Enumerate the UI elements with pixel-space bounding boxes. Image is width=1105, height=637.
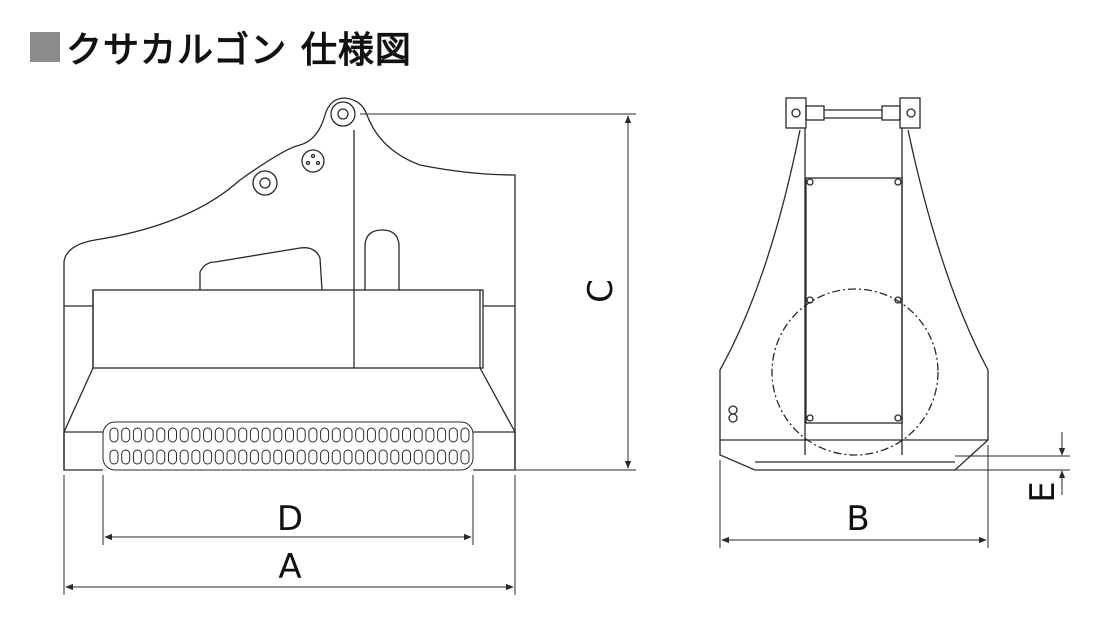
chain-link: [448, 449, 458, 465]
dim-label-e: E: [1023, 481, 1063, 502]
dim-label-a: A: [278, 547, 301, 587]
dim-label-d: D: [277, 499, 303, 539]
dim-label-b: B: [846, 499, 869, 539]
chain-link: [437, 427, 447, 443]
chain-link: [378, 427, 388, 443]
chain-link: [437, 449, 447, 465]
chain-link: [273, 449, 283, 465]
chain-link: [331, 427, 341, 443]
chain-link: [308, 449, 318, 465]
chain-link: [109, 427, 119, 443]
chain-link: [261, 449, 271, 465]
chain-link: [226, 449, 236, 465]
chain-link: [413, 449, 423, 465]
chain-link: [308, 427, 318, 443]
chain-link: [226, 427, 236, 443]
chain-link: [331, 449, 341, 465]
chain-link: [366, 449, 376, 465]
chain-link: [285, 427, 294, 443]
chain-link: [203, 449, 213, 465]
chain-link: [214, 427, 224, 443]
front-view: [719, 97, 989, 471]
chain-link: [179, 449, 189, 465]
chain-link: [425, 449, 435, 465]
chain-link: [179, 427, 189, 443]
chain-link: [168, 427, 177, 443]
chain-link: [460, 449, 470, 465]
chain-link: [355, 449, 365, 465]
chain-link: [390, 449, 400, 465]
chain-link: [144, 449, 154, 465]
chain-link: [448, 427, 458, 443]
chain-link: [238, 427, 248, 443]
title-square-icon: [30, 32, 60, 62]
chain-link: [390, 427, 400, 443]
side-view: [63, 97, 516, 471]
chain-link: [121, 427, 131, 443]
chain-link: [378, 449, 388, 465]
flail-chains: [102, 421, 474, 471]
chain-link: [156, 449, 166, 465]
chain-link: [156, 427, 166, 443]
chain-link: [109, 449, 119, 465]
chain-link: [249, 427, 259, 443]
dim-label-c: C: [581, 279, 621, 303]
chain-link: [214, 449, 224, 465]
chain-link: [249, 449, 259, 465]
chain-link: [238, 449, 248, 465]
side-view-outline: [63, 97, 516, 470]
dimension-lines: [63, 113, 1070, 595]
chain-link: [343, 427, 353, 443]
chain-link: [343, 449, 353, 465]
chain-link: [413, 427, 423, 443]
chain-link: [320, 427, 330, 443]
chain-link: [191, 427, 201, 443]
chain-link: [132, 427, 142, 443]
chain-link: [355, 427, 365, 443]
chain-link: [320, 449, 330, 465]
chain-link: [168, 449, 177, 465]
chain-link: [203, 427, 213, 443]
chain-link: [285, 449, 294, 465]
chain-link: [144, 427, 154, 443]
chain-link: [366, 427, 376, 443]
page-title: クサカルゴン 仕様図: [30, 22, 412, 72]
chain-link: [402, 427, 411, 443]
chain-link: [402, 449, 411, 465]
chain-link: [261, 427, 271, 443]
title-text: クサカルゴン 仕様図: [66, 30, 412, 71]
chain-link: [296, 449, 306, 465]
chain-link: [121, 449, 131, 465]
chain-link: [191, 449, 201, 465]
chain-link: [460, 427, 470, 443]
chain-link: [273, 427, 283, 443]
chain-link: [425, 427, 435, 443]
chain-link: [296, 427, 306, 443]
chain-link: [132, 449, 142, 465]
